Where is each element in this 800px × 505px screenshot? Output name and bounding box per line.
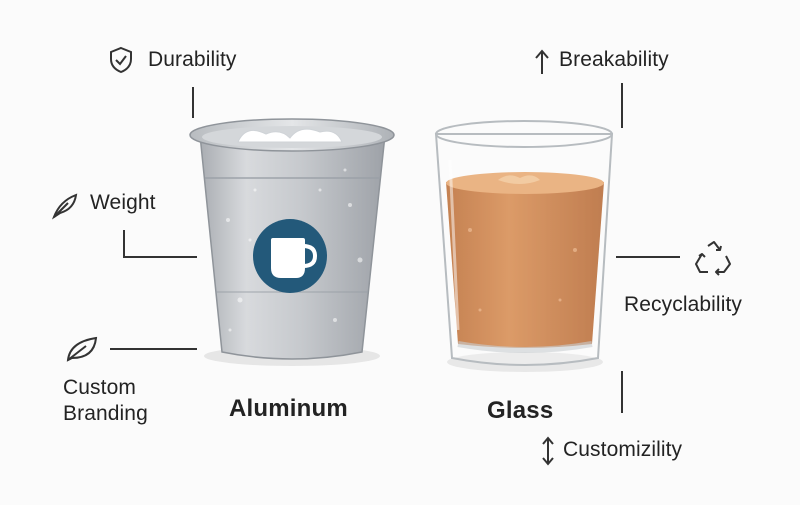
leaf-icon	[66, 336, 98, 362]
aluminum-title: Aluminum	[229, 395, 348, 422]
arrow-up-icon	[535, 49, 549, 74]
double-arrow-vertical-icon	[542, 436, 554, 466]
weight-connector	[123, 230, 197, 258]
shield-check-icon	[110, 46, 132, 74]
coffee-mug-icon	[271, 238, 317, 278]
custom-branding-label: Custom Branding	[63, 376, 148, 425]
customizility-label: Customizility	[563, 438, 683, 461]
feather-icon	[51, 193, 78, 220]
breakability-label: Breakability	[559, 48, 669, 71]
weight-label: Weight	[90, 191, 156, 214]
glass-title: Glass	[487, 397, 554, 424]
recyclability-label: Recyclability	[624, 293, 742, 316]
recycle-icon	[695, 241, 731, 276]
durability-label: Durability	[148, 48, 237, 71]
